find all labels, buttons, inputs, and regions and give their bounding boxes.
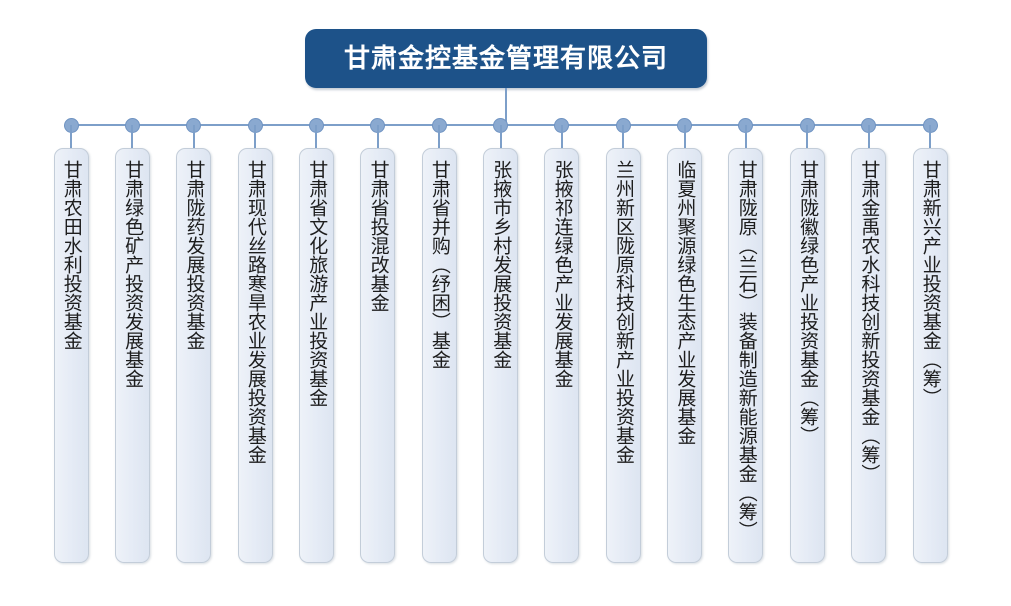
leaf-node-10[interactable]: 兰州新区陇原科技创新产业投资基金 — [605, 148, 641, 563]
leaf-node-7[interactable]: 甘肃省并购（纾困）基金 — [421, 148, 457, 563]
drop-connector-3 — [192, 125, 195, 149]
leaf-node-4[interactable]: 甘肃现代丝路寒旱农业发展投资基金 — [237, 148, 273, 563]
leaf-node-11[interactable]: 临夏州聚源绿色生态产业发展基金 — [667, 148, 703, 563]
leaf-node-2[interactable]: 甘肃绿色矿产投资发展基金 — [114, 148, 150, 563]
leaf-node-label-7: 甘肃省并购（纾困）基金 — [428, 160, 451, 369]
drop-connector-7 — [438, 125, 441, 149]
root-node-label: 甘肃金控基金管理有限公司 — [343, 43, 668, 74]
leaf-node-8[interactable]: 张掖市乡村发展投资基金 — [483, 148, 518, 563]
leaf-node-6[interactable]: 甘肃省投混改基金 — [360, 148, 396, 563]
drop-connector-6 — [376, 125, 379, 149]
leaf-node-label-3: 甘肃陇药发展投资基金 — [183, 160, 206, 350]
root-node-company[interactable]: 甘肃金控基金管理有限公司 — [305, 29, 707, 88]
leaf-node-label-1: 甘肃农田水利投资基金 — [60, 160, 83, 350]
leaf-node-label-13: 甘肃陇徽绿色产业投资基金（筹） — [797, 160, 820, 445]
leaf-node-label-9: 张掖祁连绿色产业发展基金 — [551, 160, 574, 388]
leaf-node-13[interactable]: 甘肃陇徽绿色产业投资基金（筹） — [789, 148, 825, 563]
drop-connector-5 — [315, 125, 318, 149]
root-stem-connector — [505, 88, 507, 126]
leaf-node-15[interactable]: 甘肃新兴产业投资基金（筹） — [912, 148, 948, 563]
drop-connector-12 — [744, 125, 747, 149]
drop-connector-10 — [622, 125, 625, 149]
leaf-node-label-12: 甘肃陇原（兰石）装备制造新能源基金（筹） — [735, 160, 758, 540]
drop-connector-4 — [254, 125, 257, 149]
drop-connector-8 — [499, 125, 502, 149]
leaf-node-label-15: 甘肃新兴产业投资基金（筹） — [919, 160, 942, 407]
drop-connector-13 — [806, 125, 809, 149]
leaf-node-label-14: 甘肃金禹农水科技创新投资基金（筹） — [858, 160, 881, 483]
leaf-node-5[interactable]: 甘肃省文化旅游产业投资基金 — [298, 148, 334, 563]
leaf-node-label-11: 临夏州聚源绿色生态产业发展基金 — [674, 160, 697, 445]
leaf-node-label-4: 甘肃现代丝路寒旱农业发展投资基金 — [244, 160, 267, 464]
leaf-node-label-6: 甘肃省投混改基金 — [367, 160, 390, 312]
leaf-node-1[interactable]: 甘肃农田水利投资基金 — [53, 148, 89, 563]
drop-connector-11 — [683, 125, 686, 149]
drop-connector-15 — [929, 125, 931, 149]
leaf-node-label-2: 甘肃绿色矿产投资发展基金 — [122, 160, 145, 388]
drop-connector-2 — [131, 125, 134, 149]
leaf-node-9[interactable]: 张掖祁连绿色产业发展基金 — [544, 148, 580, 563]
leaf-node-3[interactable]: 甘肃陇药发展投资基金 — [176, 148, 212, 563]
leaf-node-label-8: 张掖市乡村发展投资基金 — [490, 160, 513, 369]
drop-connector-9 — [560, 125, 563, 149]
leaf-node-label-5: 甘肃省文化旅游产业投资基金 — [306, 160, 329, 407]
leaf-node-label-10: 兰州新区陇原科技创新产业投资基金 — [612, 160, 635, 464]
drop-connector-14 — [867, 125, 870, 149]
leaf-node-14[interactable]: 甘肃金禹农水科技创新投资基金（筹） — [851, 148, 887, 563]
leaf-node-12[interactable]: 甘肃陇原（兰石）装备制造新能源基金（筹） — [728, 148, 764, 563]
drop-connector-1 — [70, 125, 72, 149]
